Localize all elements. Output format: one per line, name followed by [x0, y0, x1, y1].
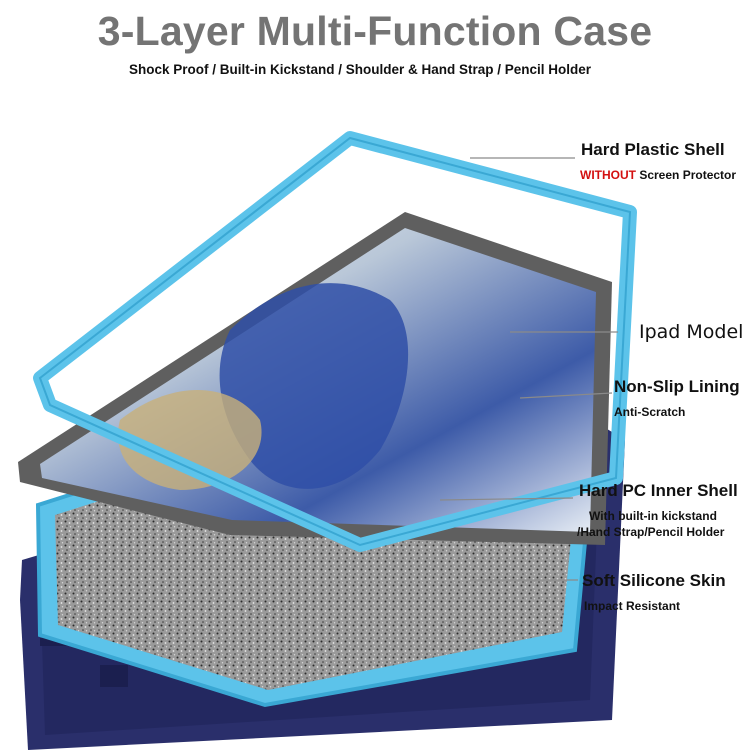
soft-silicone-skin-note: Impact Resistant — [584, 599, 681, 613]
hard-pc-inner-shell-note-2: /Hand Strap/Pencil Holder — [577, 525, 725, 539]
hard-plastic-shell-title: Hard Plastic Shell — [581, 140, 725, 159]
screen-protector-text: Screen Protector — [636, 168, 737, 182]
hard-plastic-shell-layer — [33, 131, 637, 552]
hard-plastic-shell-note: WITHOUT Screen Protector — [580, 167, 736, 184]
ipad-model-layer — [18, 212, 612, 545]
without-highlight: WITHOUT — [580, 168, 636, 182]
leader-lines — [439, 157, 618, 581]
non-slip-lining-title: Non-Slip Lining — [614, 377, 740, 396]
page-title: 3-Layer Multi-Function Case — [97, 8, 653, 54]
hard-pc-inner-shell-title: Hard PC Inner Shell — [579, 481, 738, 500]
feature-subtitle: Shock Proof / Built-in Kickstand / Shoul… — [128, 62, 592, 77]
ipad-model-title: Ipad Model — [639, 321, 744, 343]
soft-silicone-skin-title: Soft Silicone Skin — [582, 571, 726, 590]
non-slip-lining-note: Anti-Scratch — [614, 405, 686, 419]
hard-pc-inner-shell-note-1: With built-in kickstand — [589, 509, 717, 523]
